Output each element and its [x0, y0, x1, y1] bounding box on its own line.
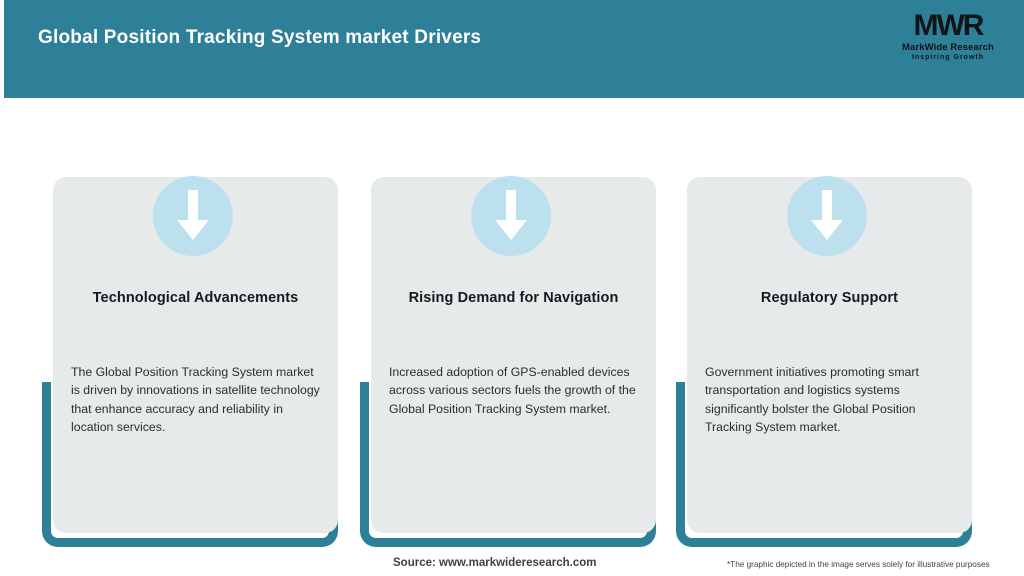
page-title: Global Position Tracking System market D… — [38, 27, 482, 48]
card-body-text: Increased adoption of GPS-enabled device… — [389, 365, 636, 416]
disclaimer-note: *The graphic depicted in the image serve… — [727, 560, 990, 569]
card-heading: Technological Advancements — [92, 290, 299, 306]
arrow-down-icon — [471, 176, 551, 256]
card-body-text: The Global Position Tracking System mark… — [71, 365, 320, 434]
logo-company-name: MarkWide Research — [902, 42, 994, 53]
driver-card-3: Regulatory Support Government initiative… — [676, 138, 996, 548]
driver-card-1: Technological Advancements The Global Po… — [42, 138, 362, 548]
card-body-text: Government initiatives promoting smart t… — [705, 365, 919, 434]
arrow-down-icon — [153, 176, 233, 256]
card-heading: Rising Demand for Navigation — [408, 290, 619, 306]
markwide-research-logo: MWR MarkWide Research Inspiring Growth — [894, 10, 1002, 72]
card-surface: Regulatory Support Government initiative… — [687, 176, 972, 533]
card-surface: Rising Demand for Navigation Increased a… — [371, 176, 656, 533]
card-heading: Regulatory Support — [760, 290, 899, 306]
header-bar: Global Position Tracking System market D… — [4, 0, 1024, 98]
logo-tagline: Inspiring Growth — [912, 54, 984, 61]
driver-card-2: Rising Demand for Navigation Increased a… — [360, 138, 680, 548]
logo-monogram: MWR — [913, 9, 985, 42]
card-surface: Technological Advancements The Global Po… — [53, 176, 338, 533]
arrow-down-icon — [787, 176, 867, 256]
source-label: Source: www.markwideresearch.com — [393, 557, 597, 569]
